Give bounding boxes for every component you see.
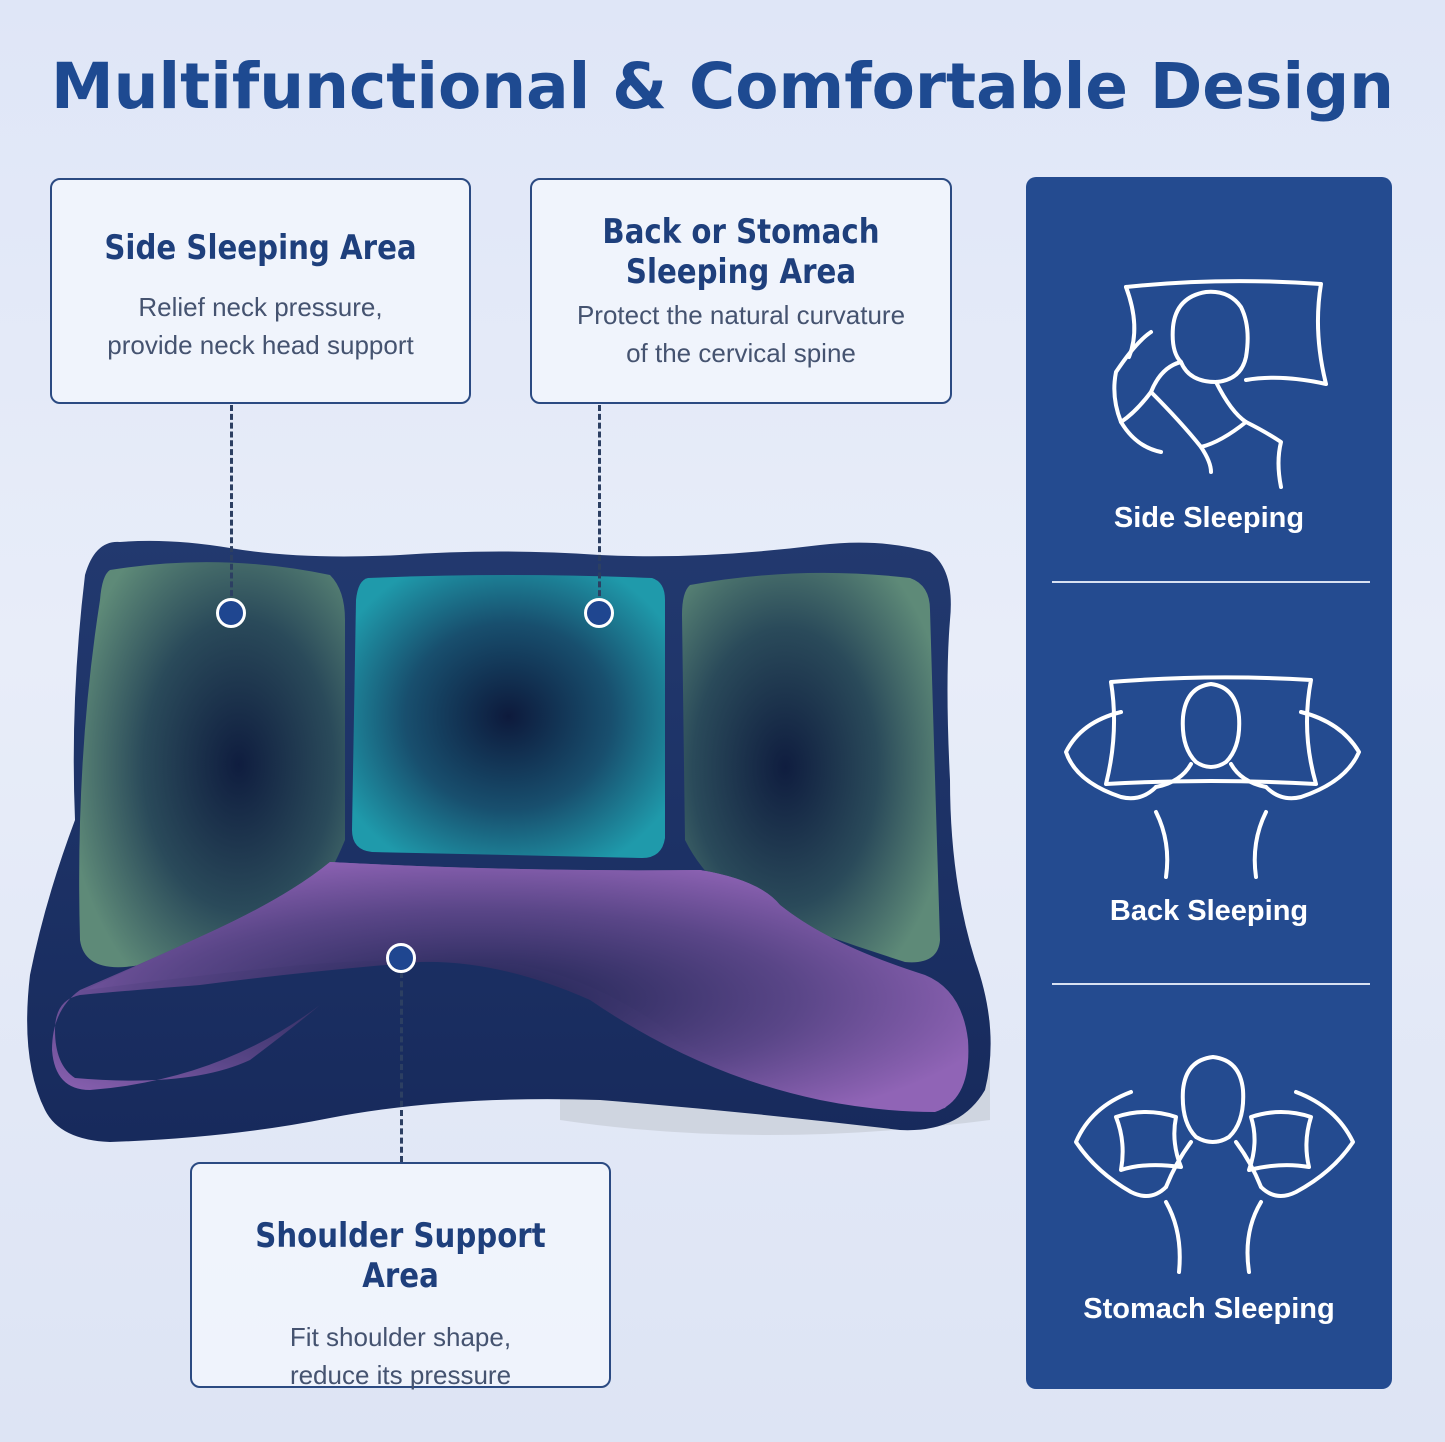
left-side-zone <box>79 562 346 968</box>
right-side-zone <box>682 572 940 963</box>
back-callout-desc-1: Protect the natural curvature <box>576 300 906 330</box>
center-zone-marker <box>584 598 614 628</box>
center-zone <box>352 575 665 858</box>
shoulder-leader-line <box>400 972 403 1162</box>
shoulder-callout-desc-1: Fit shoulder shape, <box>289 1322 512 1352</box>
side-zone-marker <box>216 598 246 628</box>
side-leader-line <box>230 405 233 605</box>
side-sleeping-icon <box>1112 279 1328 489</box>
back-sleeping-area-callout: Back or Stomach Sleeping Area Protect th… <box>530 178 952 404</box>
panel-divider-2 <box>1052 983 1370 985</box>
side-callout-desc-1: Relief neck pressure, <box>138 292 383 322</box>
sleeping-positions-panel: Side Sleeping Back Sleeping Stomach Slee… <box>1026 177 1392 1389</box>
back-sleeping-icon <box>1064 675 1361 879</box>
back-leader-line <box>598 405 601 605</box>
side-callout-title: Side Sleeping Area <box>104 228 417 268</box>
panel-divider-1 <box>1052 581 1370 583</box>
side-callout-desc-2: provide neck head support <box>107 330 414 360</box>
back-callout-desc-2: of the cervical spine <box>626 338 856 368</box>
shoulder-zone-lower <box>85 862 966 1111</box>
side-sleeping-label: Side Sleeping <box>1113 502 1305 534</box>
stomach-sleeping-label: Stomach Sleeping <box>1083 1293 1335 1325</box>
shoulder-support-area-callout: Shoulder Support Area Fit shoulder shape… <box>190 1162 611 1390</box>
shoulder-zone-marker <box>386 943 416 973</box>
page-title: Multifunctional & Comfortable Design <box>50 50 1395 123</box>
shoulder-callout-desc-2: reduce its pressure <box>289 1360 512 1390</box>
back-sleeping-label: Back Sleeping <box>1109 895 1309 927</box>
shoulder-callout-title: Shoulder Support Area <box>255 1216 546 1296</box>
back-callout-title-1: Back or Stomach <box>602 212 880 252</box>
side-sleeping-area-callout: Side Sleeping Area Relief neck pressure,… <box>50 178 471 404</box>
back-callout-title-2: Sleeping Area <box>625 252 857 292</box>
stomach-sleeping-icon <box>1074 1055 1355 1274</box>
